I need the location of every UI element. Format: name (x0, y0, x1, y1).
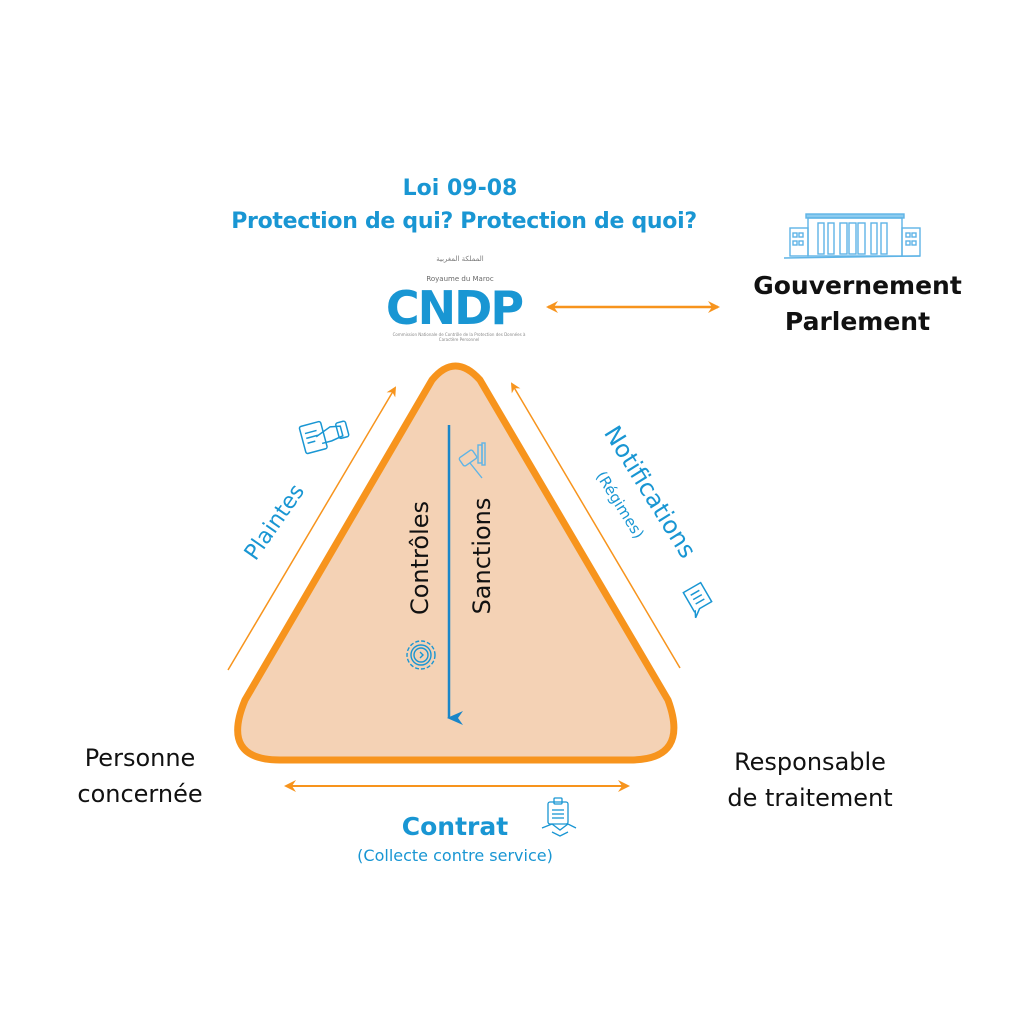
speech-bubble-icon (682, 581, 713, 619)
notifications-arrow (510, 382, 681, 669)
controller-line1: Responsable (734, 748, 886, 776)
edge-label-contrat: Contrat (401, 812, 509, 841)
handshake-clipboard-icon (541, 797, 577, 837)
node-controller: Responsable de traitement (700, 744, 920, 816)
node-authority: Gouvernement Parlement (735, 268, 980, 340)
plaintes-arrow (227, 386, 397, 671)
edge-label-sanctions: Sanctions (468, 497, 496, 615)
gear-clock-icon (406, 640, 436, 670)
edge-label-controles: Contrôles (406, 500, 434, 616)
logo-arabic-text: المملكة المغربية (436, 255, 484, 263)
edge-sublabel-contrat: (Collecte contre service) (357, 846, 553, 865)
controller-line2: de traitement (727, 784, 893, 812)
parliament-building-icon (783, 213, 921, 259)
node-data-subject: Personne concernée (40, 740, 240, 812)
gavel-icon (458, 442, 486, 479)
cndp-logo: CNDP (385, 281, 524, 335)
diagram-question: Protection de qui? Protection de quoi? (231, 209, 697, 234)
data-subject-line2: concernée (77, 780, 203, 808)
hand-document-icon (298, 420, 350, 455)
data-subject-line1: Personne (84, 744, 196, 772)
logo-subtitle: Commission Nationale de Contrôle de la P… (392, 332, 526, 342)
triangle-shape (234, 362, 678, 764)
authority-line1: Gouvernement (753, 271, 962, 300)
law-title: Loi 09-08 (402, 176, 518, 201)
authority-line2: Parlement (784, 307, 931, 336)
logo-country-text: Royaume du Maroc (426, 275, 494, 283)
